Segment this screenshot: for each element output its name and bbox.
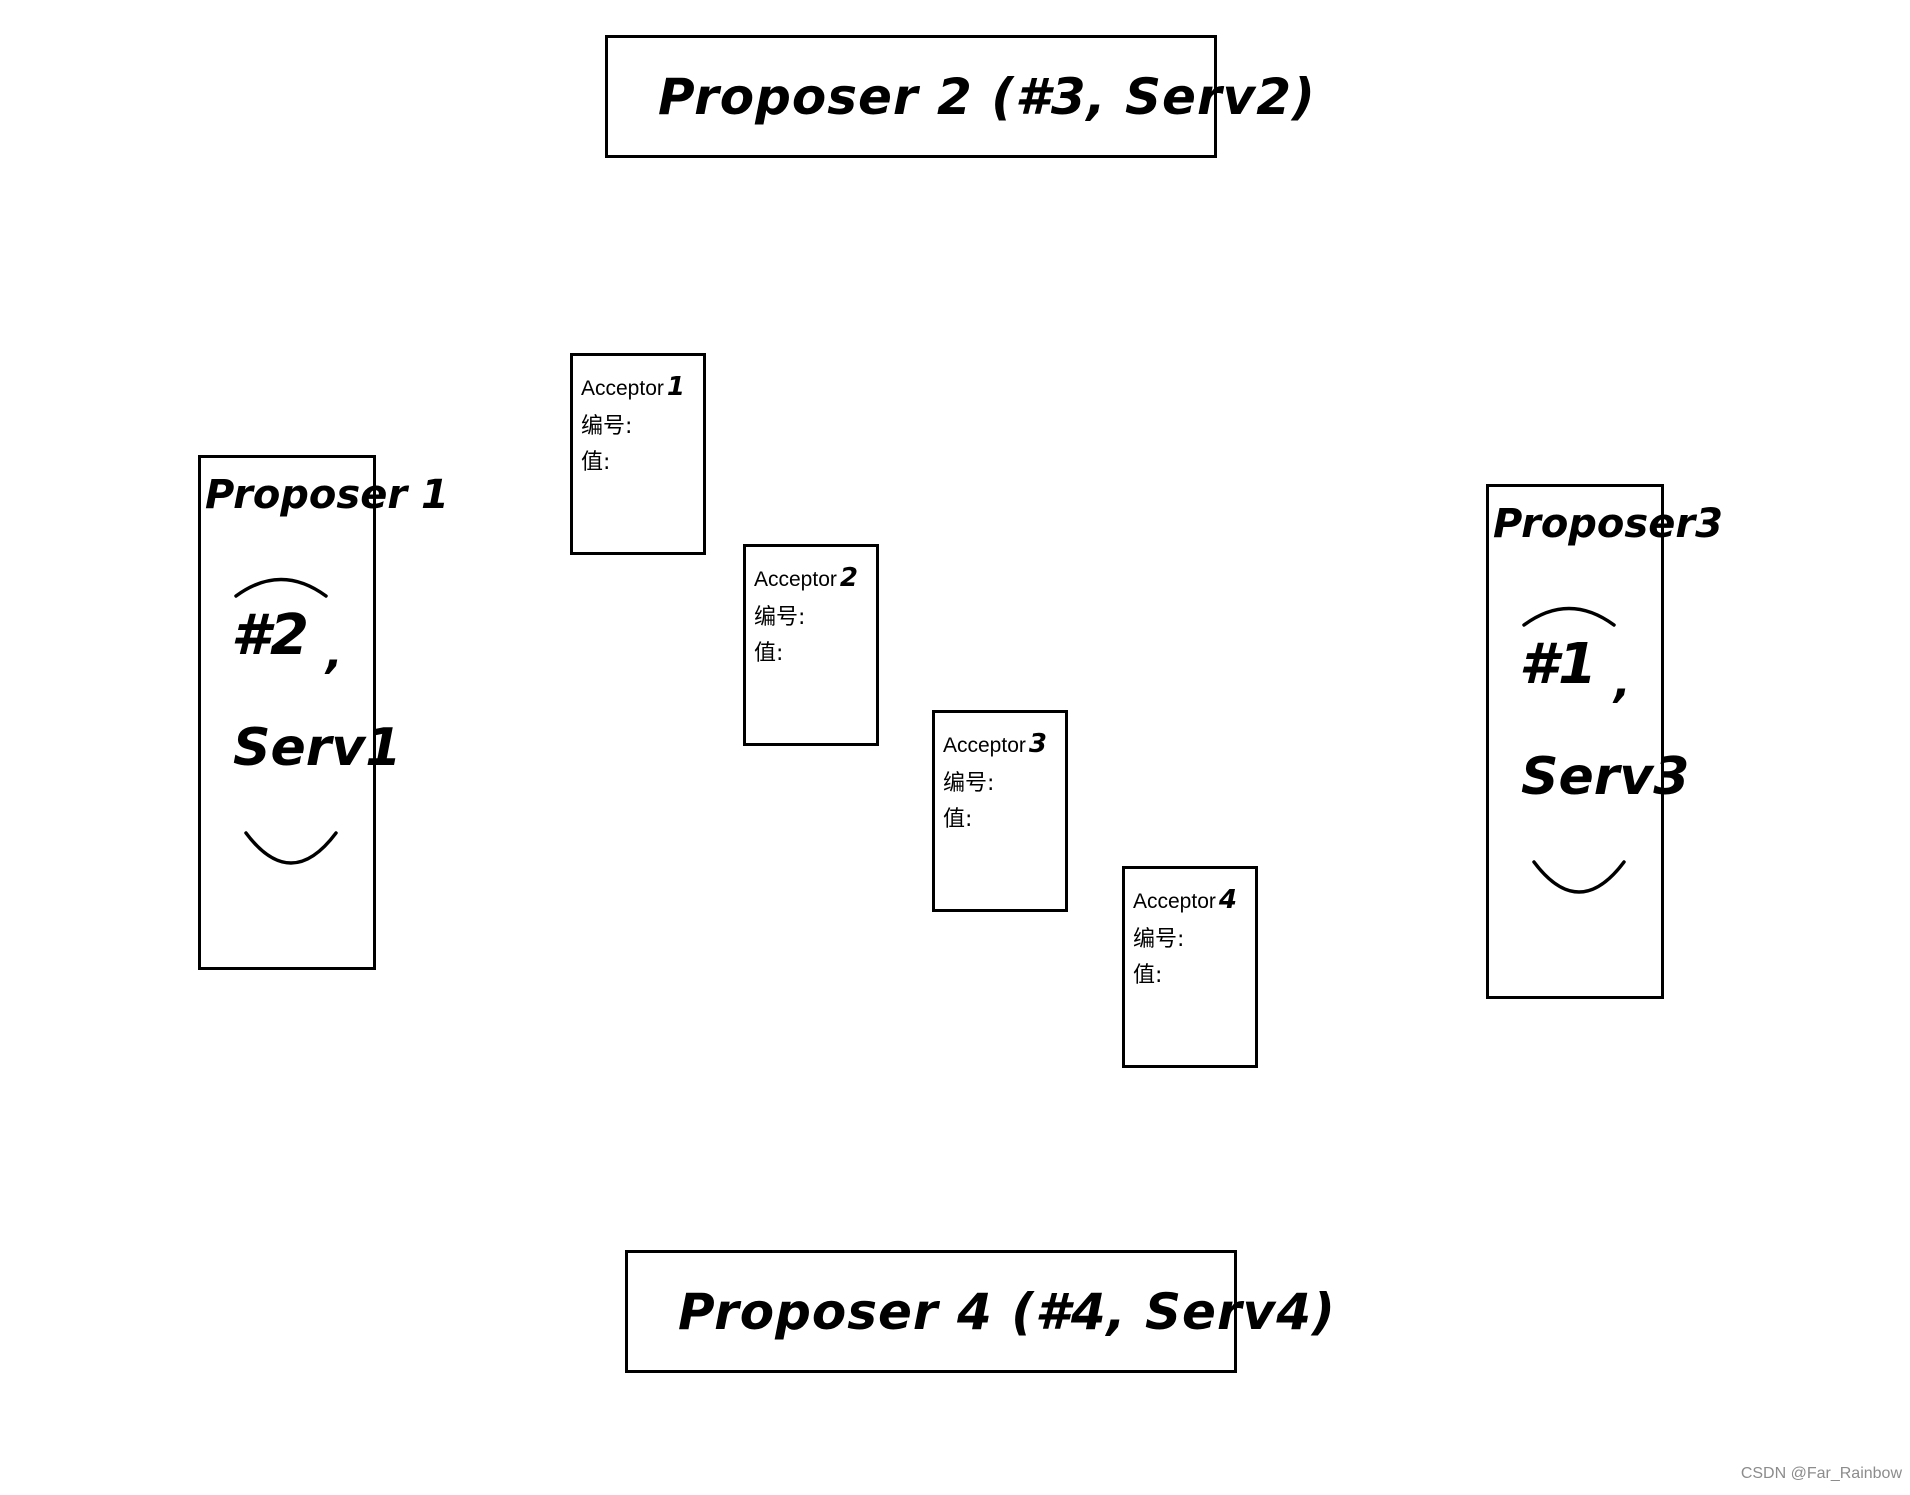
proposer-4-box: Proposer 4 (#4, Serv4) xyxy=(625,1250,1335,1373)
acceptor-3-number-field: 编号: xyxy=(943,771,995,796)
proposer-3-open-bracket xyxy=(1522,606,1616,627)
acceptor-1-number-field: 编号: xyxy=(581,414,633,439)
acceptor-3-number: 3 xyxy=(1028,729,1047,759)
proposer-2-box: Proposer 2 (#3, Serv2) xyxy=(605,35,1315,158)
acceptor-2-value-field: 值: xyxy=(754,641,784,666)
proposer-3-comma: , xyxy=(1614,657,1631,708)
proposer-3-number: #1 xyxy=(1519,632,1597,697)
proposer-3-close-bracket xyxy=(1532,860,1626,894)
acceptor-2-number-field: 编号: xyxy=(754,605,806,630)
proposer-3-value: Serv3 xyxy=(1521,747,1690,807)
proposer-2-label: Proposer 2 (#3, Serv2) xyxy=(658,68,1316,126)
watermark: CSDN @Far_Rainbow xyxy=(1740,1465,1902,1482)
acceptor-2-number: 2 xyxy=(839,563,858,593)
proposer-3-box: Proposer3 #1 , Serv3 xyxy=(1486,484,1723,999)
proposer-1-close-bracket xyxy=(244,831,338,865)
proposer-1-number: #2 xyxy=(231,603,309,668)
acceptor-4-number: 4 xyxy=(1218,885,1237,915)
proposer-1-value: Serv1 xyxy=(233,718,402,778)
proposer-1-title: Proposer 1 xyxy=(205,472,449,518)
acceptor-4-number-field: 编号: xyxy=(1133,927,1185,952)
acceptor-1-number: 1 xyxy=(666,372,685,402)
acceptor-3-value-field: 值: xyxy=(943,807,973,832)
proposer-1-open-bracket xyxy=(234,577,328,598)
acceptor-1-value-field: 值: xyxy=(581,450,611,475)
acceptor-4-value-field: 值: xyxy=(1133,963,1163,988)
proposer-3-title: Proposer3 xyxy=(1493,501,1723,547)
proposer-1-box: Proposer 1 #2 , Serv1 xyxy=(198,455,449,970)
proposer-4-label: Proposer 4 (#4, Serv4) xyxy=(678,1283,1336,1341)
proposer-1-comma: , xyxy=(326,628,343,679)
